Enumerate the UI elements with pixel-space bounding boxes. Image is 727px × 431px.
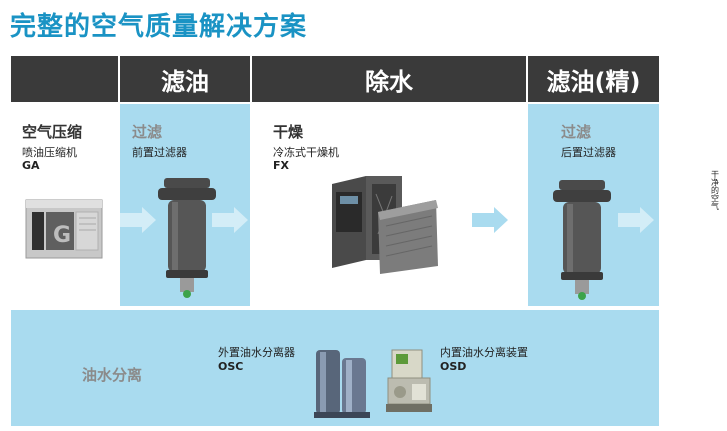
dryer-image bbox=[326, 174, 444, 276]
dryer-heading: 干燥 bbox=[273, 121, 303, 142]
flow-arrow-3 bbox=[470, 205, 510, 235]
compressor-type: 喷油压缩机 bbox=[22, 146, 77, 159]
clean-air-label: 干净的空气 bbox=[709, 170, 721, 213]
flow-arrow-4 bbox=[616, 205, 656, 235]
header-fine-oil-filter: 滤油(精) bbox=[528, 56, 659, 102]
dryer-type: 冷冻式干燥机 bbox=[273, 146, 339, 159]
flow-arrow-2 bbox=[210, 205, 250, 235]
osd-model: OSD bbox=[440, 360, 466, 373]
page-title: 完整的空气质量解决方案 bbox=[10, 6, 307, 43]
clean-air-text: 干净的空气 bbox=[710, 170, 721, 210]
dryer-model: FX bbox=[273, 159, 289, 172]
filter1-label: 前置过滤器 bbox=[132, 146, 187, 159]
osc-label: 外置油水分离器 bbox=[218, 346, 295, 359]
svg-text:G: G bbox=[53, 223, 71, 248]
flow-arrow-1 bbox=[118, 205, 158, 235]
filter2-label: 后置过滤器 bbox=[561, 146, 616, 159]
compressor-heading: 空气压缩 bbox=[22, 121, 82, 142]
osd-image bbox=[382, 346, 440, 416]
header-blank-cell bbox=[11, 56, 118, 102]
compressor-image: G bbox=[24, 198, 106, 262]
filter2-heading: 过滤 bbox=[561, 121, 591, 142]
header-oil-filter: 滤油 bbox=[120, 56, 250, 102]
header-water-removal: 除水 bbox=[252, 56, 526, 102]
separation-label: 油水分离 bbox=[82, 364, 142, 385]
compressor-model: GA bbox=[22, 159, 40, 172]
postfilter-image bbox=[553, 174, 613, 302]
osc-model: OSC bbox=[218, 360, 243, 373]
osd-label: 内置油水分离装置 bbox=[440, 346, 528, 359]
filter1-heading: 过滤 bbox=[132, 121, 162, 142]
osc-image bbox=[312, 344, 376, 422]
prefilter-image bbox=[158, 172, 218, 300]
